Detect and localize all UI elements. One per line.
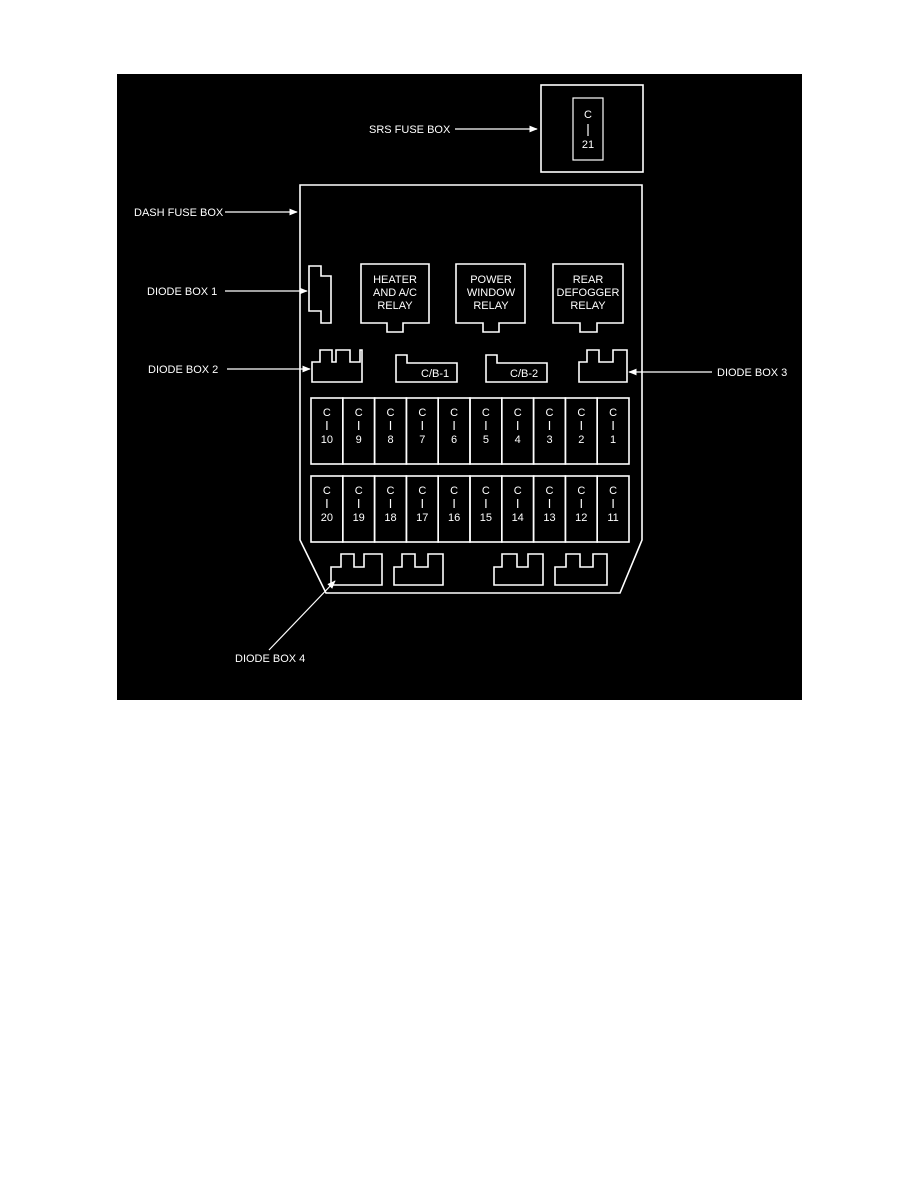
fuse-prefix: C — [482, 407, 490, 419]
diode-box-2-label: DIODE BOX 2 — [148, 364, 218, 376]
srs-fuse-number: 21 — [582, 139, 594, 151]
fuse-prefix: C — [450, 485, 458, 497]
srs-fuse-box-label: SRS FUSE BOX — [369, 124, 451, 136]
fuse-number: 14 — [512, 512, 524, 524]
fuse-3: C3 — [532, 397, 567, 465]
fuse-number: 20 — [321, 512, 333, 524]
fuse-prefix: C — [450, 407, 458, 419]
diode-box-3 — [578, 349, 628, 383]
circuit-breaker-2: C/B-2 — [485, 354, 548, 383]
fuse-number: 4 — [515, 434, 521, 446]
fuse-17: C 17 — [405, 475, 439, 543]
fuse-9: C9 — [342, 397, 376, 465]
fuse-number: 17 — [416, 512, 428, 524]
srs-fuse-box: C 21 — [540, 84, 644, 173]
fuse-2: C2 — [564, 397, 598, 465]
svg-text:REAR: REAR — [573, 274, 604, 286]
fuse-number: 15 — [480, 512, 492, 524]
fuse-13: C 13 — [532, 475, 567, 543]
svg-text:AND A/C: AND A/C — [373, 287, 417, 299]
fuse-5: C5 — [469, 397, 503, 465]
fuse-number: 13 — [543, 512, 555, 524]
svg-text:RELAY: RELAY — [473, 300, 509, 312]
svg-text:RELAY: RELAY — [377, 300, 413, 312]
fuse-row-bottom: C 20 C 19 C 18 C 17 C 16 C 15 C 14 C 13 C 12 C 11 — [310, 475, 630, 543]
fuse-12: C 12 — [564, 475, 598, 543]
fuse-prefix: C — [323, 485, 331, 497]
relay-heater-ac: HEATER AND A/C RELAY — [360, 263, 430, 333]
fuse-7: C7 — [405, 397, 439, 465]
srs-fuse — [572, 97, 604, 161]
diode-box-4 — [330, 553, 608, 586]
fuse-number: 1 — [610, 434, 616, 446]
diode-box-1-label: DIODE BOX 1 — [147, 286, 217, 298]
fuse-14: C 14 — [500, 475, 535, 543]
fuse-19: C 19 — [342, 475, 376, 543]
fuse-number: 9 — [356, 434, 362, 446]
fuse-prefix: C — [546, 485, 554, 497]
fuse-number: 6 — [451, 434, 457, 446]
fuse-15: C 15 — [469, 475, 503, 543]
fuse-1: C1 — [596, 397, 630, 465]
fuse-prefix: C — [418, 407, 426, 419]
svg-text:POWER: POWER — [470, 274, 512, 286]
relay-rear-defogger: REAR DEFOGGER RELAY — [552, 263, 624, 333]
fuse-prefix: C — [482, 485, 490, 497]
svg-text:DEFOGGER: DEFOGGER — [557, 287, 620, 299]
svg-text:RELAY: RELAY — [570, 300, 606, 312]
srs-fuse-prefix: C — [584, 109, 592, 121]
relay-power-window: POWER WINDOW RELAY — [455, 263, 526, 333]
fuse-prefix: C — [609, 407, 617, 419]
diode-box-1 — [308, 265, 332, 324]
fuse-20: C 20 — [310, 475, 344, 543]
fuse-number: 16 — [448, 512, 460, 524]
fuse-number: 19 — [353, 512, 365, 524]
fuse-6: C6 — [437, 397, 471, 465]
fuse-number: 12 — [575, 512, 587, 524]
fuse-16: C 16 — [437, 475, 471, 543]
dash-fuse-box-label: DASH FUSE BOX — [134, 207, 224, 219]
fuse-number: 10 — [321, 434, 333, 446]
diode-box-4-arrow — [268, 580, 336, 651]
fuse-prefix: C — [514, 407, 522, 419]
fuse-number: 18 — [384, 512, 396, 524]
fuse-11: C 11 — [596, 475, 630, 543]
fuse-4: C4 — [500, 397, 535, 465]
fuse-prefix: C — [355, 485, 363, 497]
svg-text:WINDOW: WINDOW — [467, 287, 516, 299]
fuse-number: 2 — [578, 434, 584, 446]
fuse-prefix: C — [546, 407, 554, 419]
fuse-prefix: C — [418, 485, 426, 497]
fuse-number: 8 — [387, 434, 393, 446]
fuse-8: C8 — [373, 397, 408, 465]
circuit-breaker-1: C/B-1 — [395, 354, 458, 383]
fuse-prefix: C — [323, 407, 331, 419]
fuse-number: 5 — [483, 434, 489, 446]
fuse-box-diagram: C 21 SRS FUSE BOX DASH FUSE BOX DIODE BO… — [117, 74, 802, 700]
fuse-prefix: C — [577, 485, 585, 497]
svg-text:C/B-2: C/B-2 — [510, 368, 538, 380]
fuse-prefix: C — [387, 407, 395, 419]
diode-box-4-label: DIODE BOX 4 — [235, 653, 305, 665]
fuse-18: C 18 — [373, 475, 408, 543]
svg-text:C/B-1: C/B-1 — [421, 368, 449, 380]
diode-box-3-label: DIODE BOX 3 — [717, 367, 787, 379]
fuse-prefix: C — [577, 407, 585, 419]
svg-text:HEATER: HEATER — [373, 274, 417, 286]
fuse-prefix: C — [355, 407, 363, 419]
fuse-prefix: C — [609, 485, 617, 497]
dash-fuse-box — [299, 184, 643, 594]
fuse-number: 3 — [546, 434, 552, 446]
fuse-prefix: C — [514, 485, 522, 497]
fuse-prefix: C — [387, 485, 395, 497]
fuse-10: C 10 — [310, 397, 344, 465]
diode-box-2 — [311, 349, 363, 383]
fuse-number: 11 — [607, 512, 618, 524]
fuse-number: 7 — [419, 434, 425, 446]
